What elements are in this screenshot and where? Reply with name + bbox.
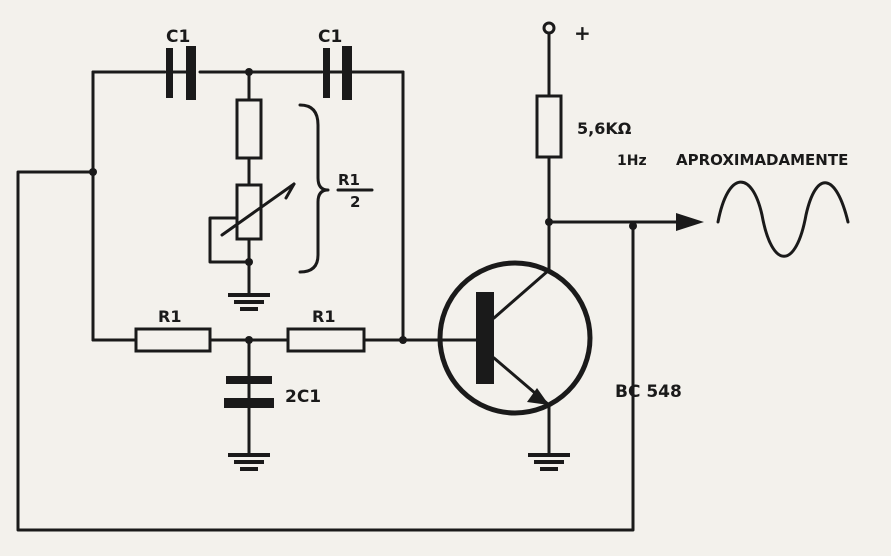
junction-dot — [399, 336, 407, 344]
bracket — [298, 103, 330, 274]
label-supply-plus: + — [574, 21, 591, 45]
ground-symbol — [228, 453, 270, 471]
resistor-r1-left — [134, 327, 212, 353]
emitter-arrow — [527, 388, 549, 405]
capacitor-c1-left — [166, 46, 196, 100]
label-transistor: BC 548 — [615, 382, 682, 402]
r1-half-branch — [208, 70, 330, 311]
top-capacitor-branch — [91, 46, 405, 100]
label-r1-half-numerator: R1 — [338, 171, 360, 189]
feedback-wire — [16, 170, 635, 532]
ground-symbol — [528, 453, 570, 471]
supply-terminal — [542, 21, 556, 35]
label-c1-left: C1 — [166, 27, 190, 47]
label-frequency: 1Hz — [617, 153, 647, 169]
label-2c1: 2C1 — [285, 387, 321, 407]
label-resistor-value: 5,6KΩ — [577, 119, 632, 138]
capacitor-c1-right — [323, 46, 352, 100]
fixed-resistor — [235, 98, 263, 160]
bottom-resistor-branch — [91, 327, 457, 471]
transistor-bc548 — [437, 260, 593, 416]
resistor-5k6 — [535, 94, 563, 159]
sine-wave — [716, 180, 850, 258]
label-r1-right: R1 — [312, 307, 335, 326]
junction-dot — [545, 218, 553, 226]
output-arrow — [676, 213, 704, 231]
label-r1-left: R1 — [158, 307, 181, 326]
output-line — [545, 213, 704, 231]
junction-dot — [89, 168, 97, 176]
capacitor-2c1 — [224, 376, 274, 408]
label-approx: APROXIMADAMENTE — [676, 151, 848, 169]
label-r1-half-denominator: 2 — [350, 193, 360, 211]
junction-dot — [629, 222, 637, 230]
label-c1-right: C1 — [318, 27, 342, 47]
ground-symbol — [228, 293, 270, 311]
potentiometer — [235, 183, 263, 241]
resistor-r1-right — [286, 327, 366, 353]
junction-dot — [245, 258, 253, 266]
